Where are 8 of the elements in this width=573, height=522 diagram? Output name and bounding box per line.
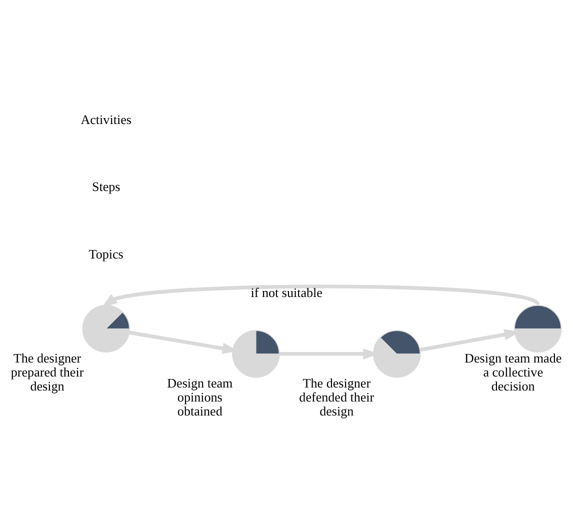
node-label: The designer prepared their design bbox=[10, 350, 84, 394]
edge-label: if not suitable bbox=[250, 284, 322, 300]
node-label: Design team made a collective decision bbox=[464, 350, 562, 394]
node-label: The designer defended their design bbox=[299, 375, 374, 418]
label: Steps bbox=[92, 178, 120, 194]
node-label: Design team opinions obtained bbox=[167, 375, 233, 418]
label: Topics bbox=[88, 246, 124, 261]
label: Activities bbox=[80, 111, 132, 126]
